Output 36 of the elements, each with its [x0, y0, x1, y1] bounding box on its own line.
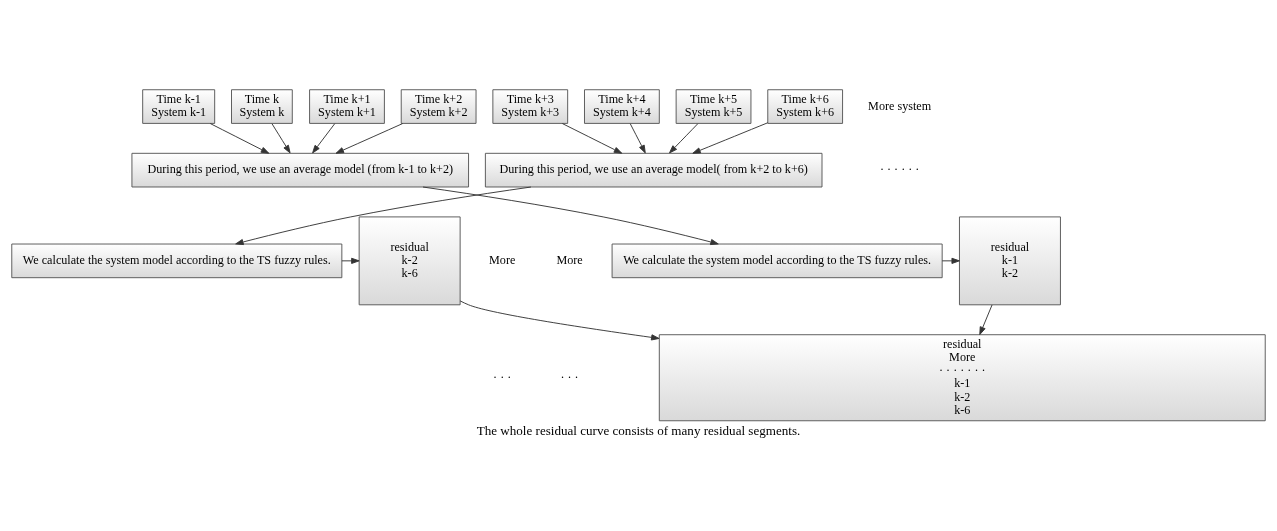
arrow [459, 299, 660, 340]
arrow [669, 122, 699, 153]
node-box: Time k-1 System k-1 [142, 88, 216, 124]
arrow [209, 122, 270, 154]
arrow [629, 122, 646, 153]
node-box: Time k System k [231, 88, 293, 124]
arrow [312, 122, 336, 153]
label: · · · [560, 369, 579, 384]
arrow [335, 122, 404, 154]
node-box: Time k+4 System k+4 [584, 88, 660, 124]
node-box: residual More · · · · · · · k-1 k-2 k-6 [658, 333, 1266, 421]
arrow [271, 122, 291, 153]
node-box: We calculate the system model according to the TS fuzzy rules. [11, 243, 343, 278]
arrow [979, 303, 993, 335]
caption: The whole residual curve consists of many residual segments. [476, 422, 801, 438]
node-box: residual k-1 k-2 [959, 215, 1061, 305]
label: More system [868, 98, 932, 113]
node-box: Time k+6 System k+6 [767, 88, 844, 124]
node-box: During this period, we use an average model( from k+2 to k+6) [484, 152, 823, 187]
node-box: Time k+5 System k+5 [675, 88, 752, 124]
node-box: Time k+1 System k+1 [309, 88, 385, 124]
arrow [941, 257, 960, 264]
arrow [341, 257, 360, 264]
node-box: During this period, we use an average model (from k-1 to k+2) [131, 152, 470, 187]
arrow [235, 186, 532, 245]
node-box: residual k-2 k-6 [358, 215, 461, 305]
node-box: Time k+2 System k+2 [400, 88, 477, 124]
label: More [489, 252, 516, 267]
node-box: We calculate the system model according to the TS fuzzy rules. [611, 243, 943, 278]
node-box: Time k+3 System k+3 [492, 88, 569, 124]
label: · · · · · · [879, 161, 920, 176]
arrow [692, 121, 769, 154]
arrow [561, 122, 623, 154]
arrow [422, 186, 719, 245]
label: More [556, 252, 583, 267]
label: · · · [493, 369, 512, 384]
